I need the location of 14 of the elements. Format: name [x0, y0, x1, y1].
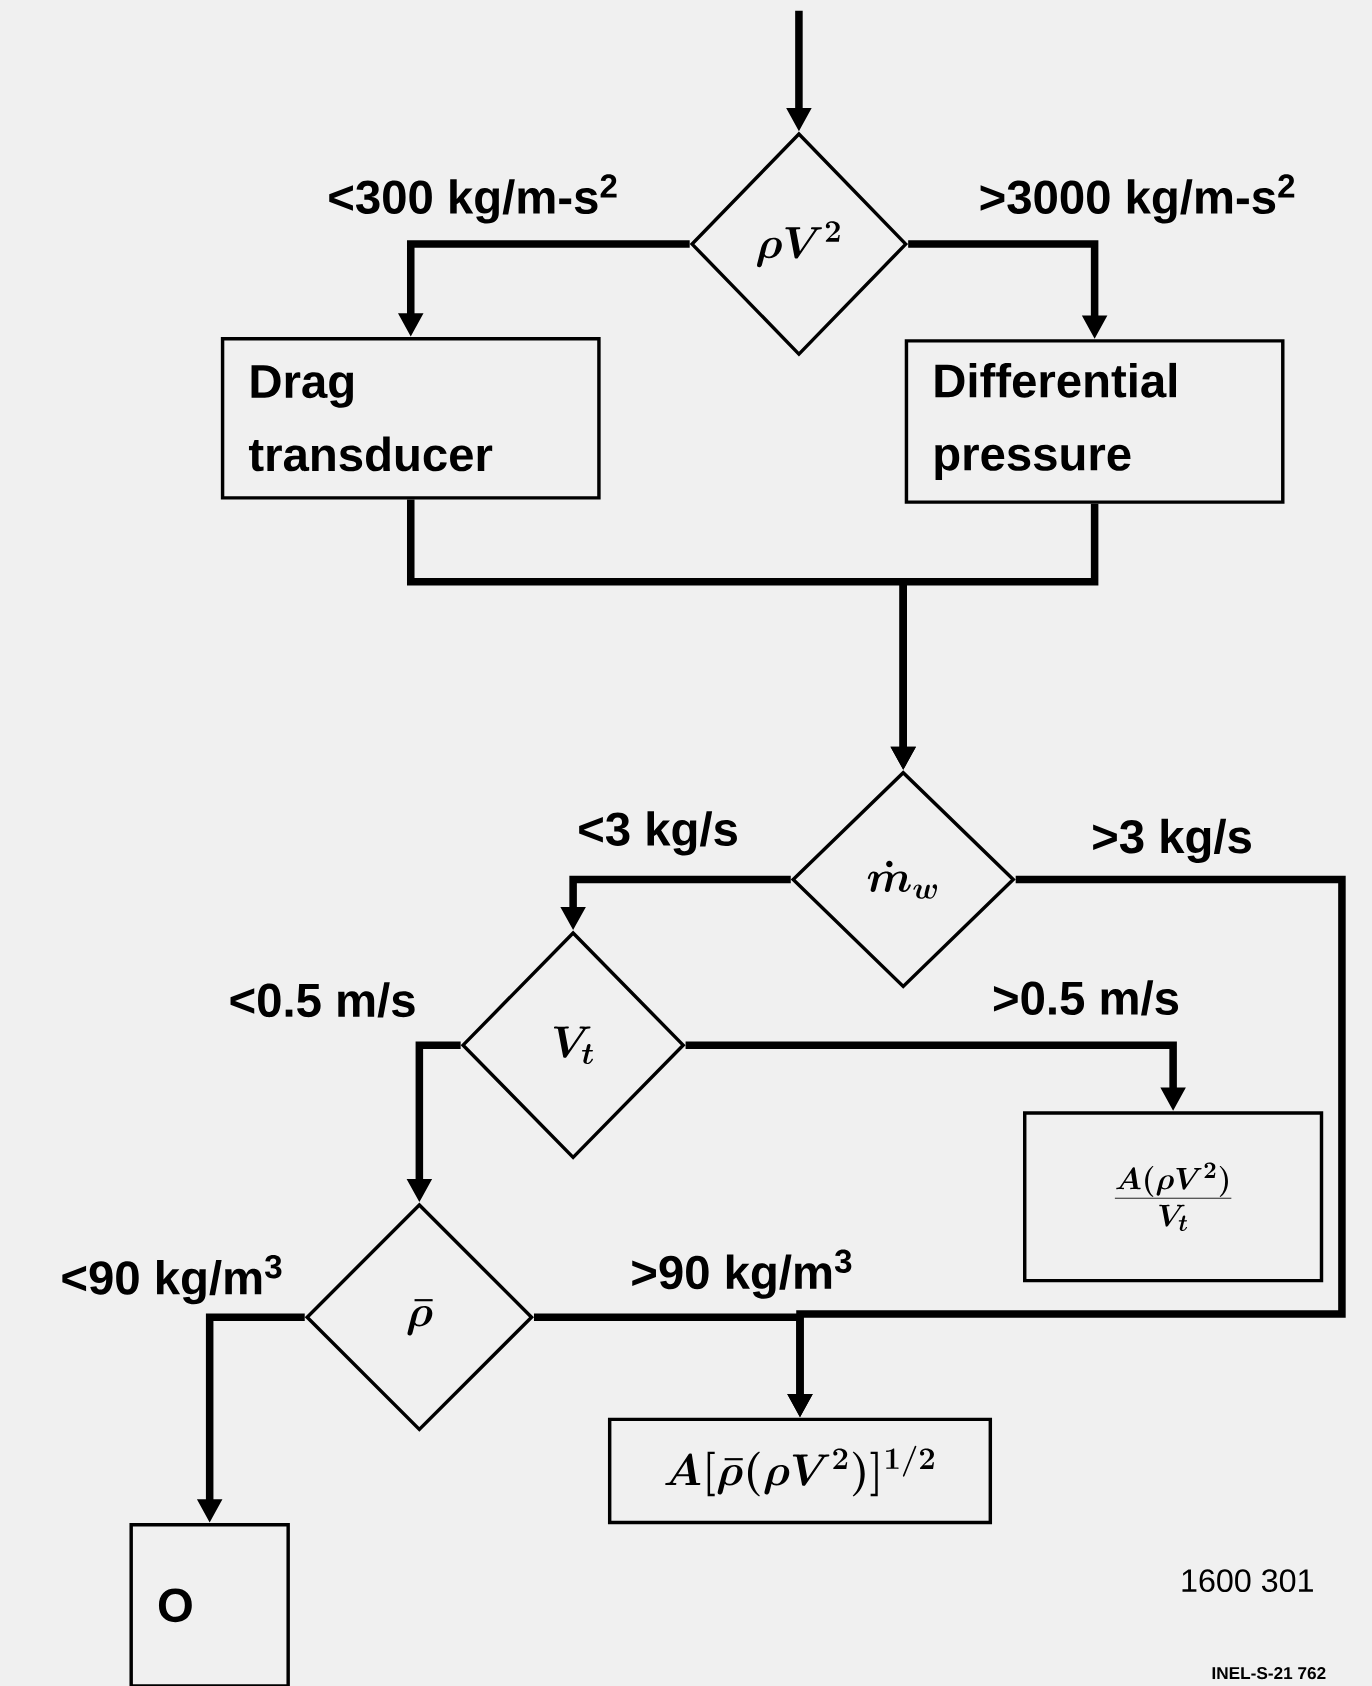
edge-label: >90 kg/m$^{3}$ — [632, 1249, 852, 1299]
edge-label: <300 kg/m-s$^{2}$ — [329, 174, 617, 224]
edge-label: >3000 kg/m-s$^{2}$ — [980, 174, 1295, 224]
figure-code: INEL-S-21 762 — [1212, 1667, 1326, 1680]
edge-label: <3 kg/s — [579, 811, 737, 856]
process-box: O — [129, 1523, 290, 1686]
reference-number: 1600 301 — [1182, 1569, 1313, 1593]
process-box: $\frac{A(\rho V^{2})}{V_{t}}$ — [1023, 1111, 1324, 1283]
process-box: $A[\bar{\rho}(\rho V^{2})]^{1/2}$ — [607, 1417, 992, 1525]
edge-label: <0.5 m/s — [230, 982, 415, 1018]
edge-label: <90 kg/m$^{3}$ — [62, 1254, 282, 1305]
process-box: Drag transducer — [220, 337, 601, 500]
process-box: Differential pressure — [904, 339, 1285, 504]
edge-label: >3 kg/s — [1093, 818, 1251, 863]
